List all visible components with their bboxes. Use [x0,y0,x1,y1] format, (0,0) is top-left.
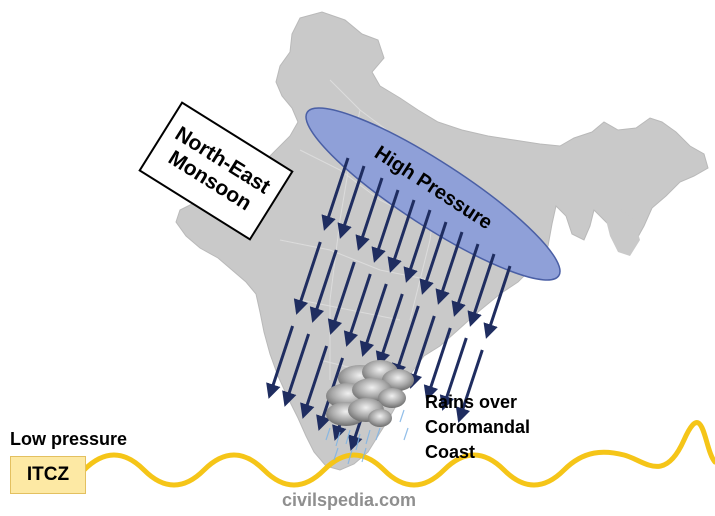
wind-arrow [327,261,356,335]
rains-label: Rains over Coromandal Coast [425,390,530,465]
wind-arrow [293,241,322,315]
wind-arrow [300,345,329,419]
wind-arrow [337,165,366,239]
wind-arrow [309,249,338,323]
cloud-icon [326,398,392,427]
wind-arrow [343,273,372,347]
watermark: civilspedia.com [282,490,417,510]
rains-label-line3: Coast [425,442,476,462]
high-pressure-ellipse [305,107,561,281]
wind-arrow [391,305,420,379]
itcz-label: ITCZ [26,464,70,485]
wind-arrow [407,315,436,389]
low-pressure-label: Low pressure [10,429,128,449]
itcz-line [81,420,715,488]
wind-arrow [451,243,480,317]
rains-label-line2: Coromandal [425,417,531,437]
wind-arrow [483,265,512,339]
wind-arrow [371,189,400,263]
wind-arrow [403,209,432,283]
northeast-region [604,208,640,256]
rain-drops [325,409,409,465]
rains-label-line1: Rains over [425,392,518,412]
wind-arrows [266,157,512,451]
wind-arrow [455,349,484,423]
wind-arrow [387,199,416,273]
itcz-label-box: ITCZ [10,456,86,494]
wind-arrow [359,283,388,357]
wind-arrow [419,221,448,295]
wind-arrow [321,157,350,231]
wind-arrow [375,293,404,367]
wind-arrow [355,177,384,251]
rain-clouds [325,360,414,465]
wind-arrow [423,327,452,401]
wind-arrow [282,333,311,407]
wind-arrow [439,337,468,411]
wind-arrow [435,231,464,305]
wind-arrow [467,253,496,327]
wind-arrow [266,325,295,399]
